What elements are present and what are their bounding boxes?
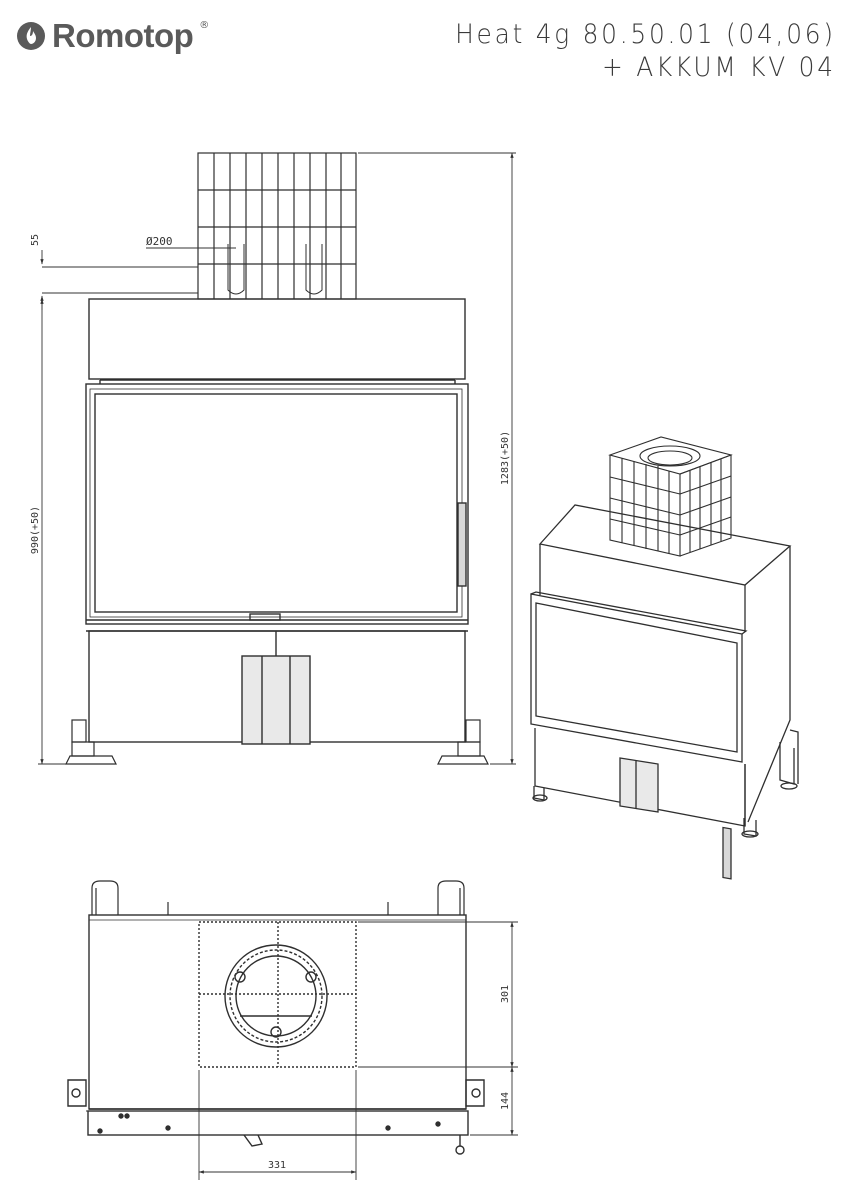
front-dimensions: [38, 152, 516, 765]
fireplace-top-section: [88, 298, 466, 380]
top-view: [67, 880, 485, 1155]
top-view-front-rail: [87, 1110, 469, 1136]
flue-collar-inner: [235, 955, 317, 1037]
adjustable-legs: [65, 719, 489, 765]
model-title: Heat 4g 80.50.01 (04,06) + AKKUM KV 04: [455, 18, 836, 84]
model-line-1: Heat 4g 80.50.01 (04,06): [455, 19, 836, 50]
air-inlet: [241, 655, 311, 745]
iso-air-inlet: [619, 757, 659, 813]
flame-icon: [17, 22, 45, 50]
top-dimensions: [198, 921, 518, 1180]
door-glass: [94, 393, 458, 613]
dimension-diameter-200: Ø200: [146, 235, 173, 248]
accumulation-block: [197, 152, 357, 300]
isometric-view: [530, 436, 799, 880]
dimension-1283: 1283(+50): [500, 431, 511, 485]
dimension-301: 301: [500, 985, 511, 1003]
iso-door-handle: [722, 826, 732, 880]
door-handle: [457, 502, 467, 587]
dimension-990: 990(+50): [30, 506, 41, 554]
flue-collar-outer: [224, 944, 328, 1048]
rear-posts: [91, 880, 465, 915]
brand-logo: Romotop ®: [16, 14, 209, 58]
front-view: [65, 152, 489, 765]
dimension-55: 55: [30, 234, 41, 246]
iso-accumulation-block: [608, 436, 733, 557]
trademark-symbol: ®: [199, 20, 210, 31]
dimension-331: 331: [268, 1160, 286, 1171]
dimension-144: 144: [500, 1092, 511, 1110]
model-line-2: + AKKUM KV 04: [602, 52, 836, 83]
brand-name: Romotop: [52, 17, 194, 54]
iso-door-frame: [530, 593, 743, 763]
door-frame: [85, 383, 469, 625]
